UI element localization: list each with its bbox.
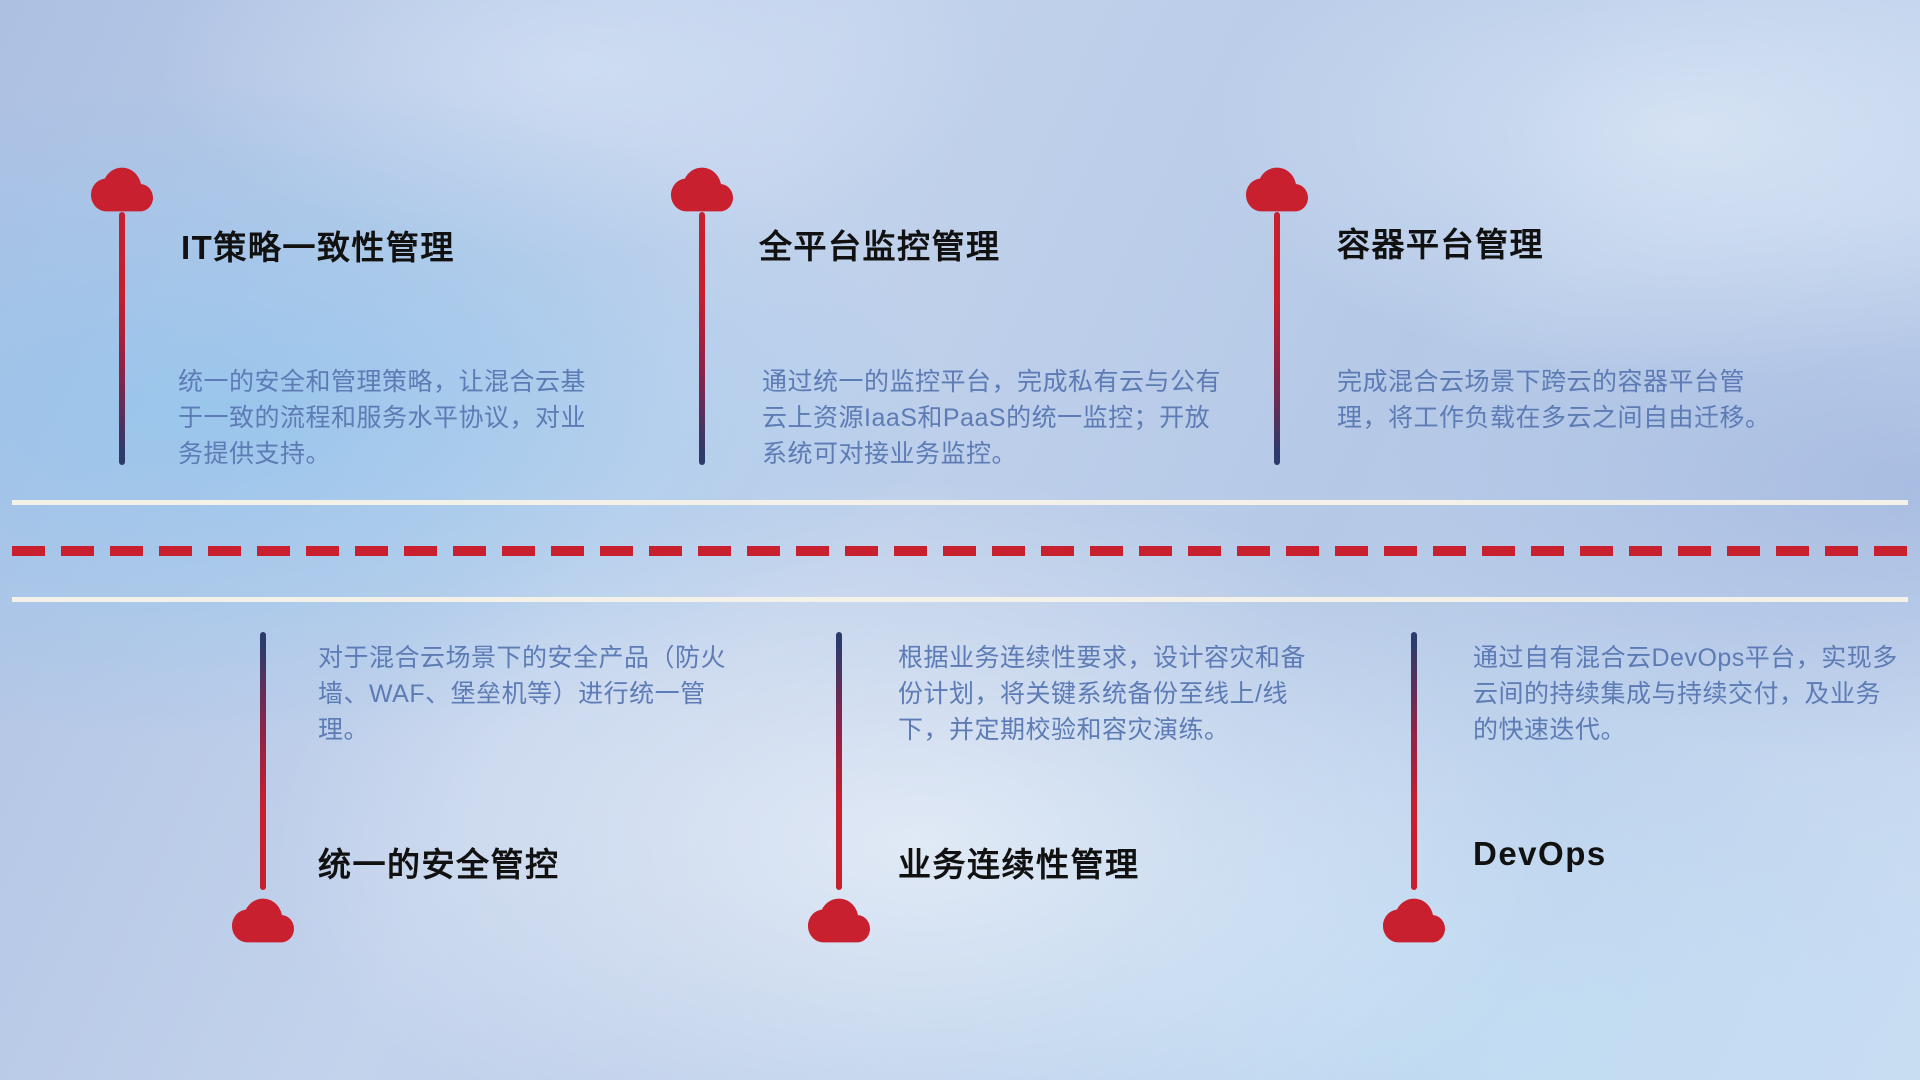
connector-line bbox=[836, 632, 842, 890]
connector-line bbox=[1411, 632, 1417, 890]
feature-description: 对于混合云场景下的安全产品（防火墙、WAF、堡垒机等）进行统一管理。 bbox=[318, 644, 727, 744]
feature-description: 完成混合云场景下跨云的容器平台管理，将工作负载在多云之间自由迁移。 bbox=[1337, 368, 1771, 432]
connector-line bbox=[119, 212, 125, 465]
road-dashed-line bbox=[12, 546, 1908, 556]
cloud-icon bbox=[1383, 897, 1445, 944]
connector-line bbox=[260, 632, 266, 890]
feature-description: 通过自有混合云DevOps平台，实现多云间的持续集成与持续交付，及业务的快速迭代… bbox=[1473, 644, 1898, 744]
connector-line bbox=[1274, 212, 1280, 465]
feature-description: 通过统一的监控平台，完成私有云与公有云上资源IaaS和PaaS的统一监控；开放系… bbox=[762, 368, 1222, 468]
cloud-icon bbox=[808, 897, 870, 944]
feature-title: 统一的安全管控 bbox=[318, 846, 560, 883]
feature-description: 根据业务连续性要求，设计容灾和备份计划，将关键系统备份至线上/线下，并定期校验和… bbox=[898, 644, 1307, 744]
cloud-icon bbox=[91, 166, 153, 213]
feature-title: 全平台监控管理 bbox=[759, 228, 1001, 265]
feature-title: 容器平台管理 bbox=[1337, 226, 1544, 263]
feature-title: IT策略一致性管理 bbox=[181, 229, 455, 266]
feature-description: 统一的安全和管理策略，让混合云基于一致的流程和服务水平协议，对业务提供支持。 bbox=[178, 368, 587, 468]
feature-title: 业务连续性管理 bbox=[898, 846, 1140, 883]
connector-line bbox=[699, 212, 705, 465]
cloud-icon bbox=[671, 166, 733, 213]
cloud-icon bbox=[232, 897, 294, 944]
road-line-bottom bbox=[12, 597, 1908, 602]
road-line-top bbox=[12, 500, 1908, 505]
cloud-icon bbox=[1246, 166, 1308, 213]
feature-title: DevOps bbox=[1473, 835, 1607, 872]
